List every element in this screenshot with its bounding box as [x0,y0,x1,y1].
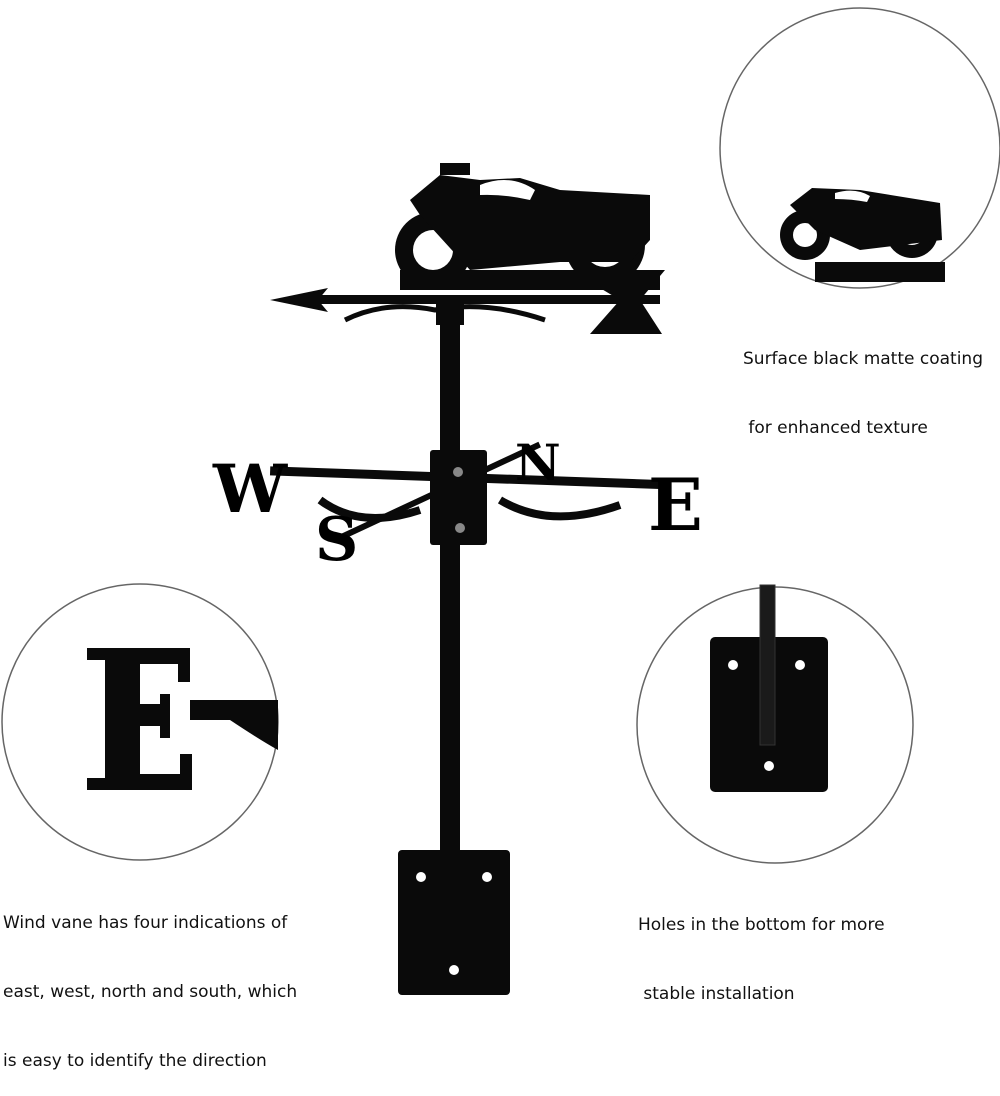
caption-coating: Surface black matte coating for enhanced… [743,302,983,463]
detail-circle-coating [719,7,1000,289]
compass-letter-east: E [648,462,703,547]
caption-holes: Holes in the bottom for more stable inst… [638,868,885,1029]
compass-letter-south: S [315,505,358,575]
detail-base-plate [710,584,828,792]
caption-line: Wind vane has four indications of [3,913,288,933]
detail-motorcycle [780,188,945,282]
caption-line: east, west, north and south, which [3,982,298,1002]
caption-line: stable installation [638,984,795,1004]
base-plate [398,850,510,995]
compass-letter-north: N [515,433,561,492]
weathervane-product-illustration: W E S N [1,7,1000,995]
caption-line: is easy to identify the direction [3,1051,267,1071]
motorcycle-silhouette [395,163,660,290]
caption-line: Holes in the bottom for more [638,915,885,935]
caption-directions: Wind vane has four indications of east, … [3,866,297,1096]
compass-letter-west: W [212,450,288,528]
pole [440,315,460,855]
caption-line: for enhanced texture [743,418,928,438]
compass-arms [269,441,661,545]
detail-east-letter [87,648,278,790]
caption-line: Surface black matte coating [743,349,983,369]
